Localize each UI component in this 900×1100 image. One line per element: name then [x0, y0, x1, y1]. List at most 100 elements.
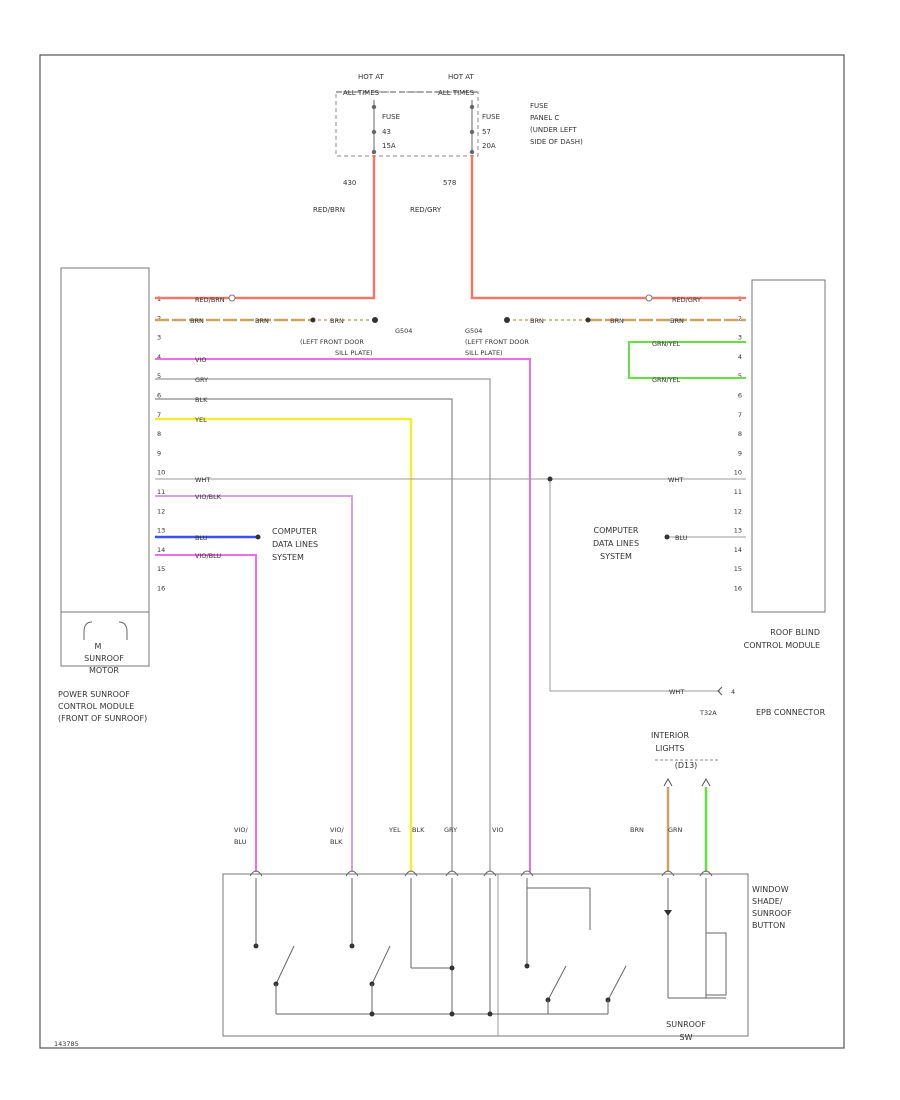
fuse-right-fuse-label: FUSE: [482, 113, 500, 121]
fuse-right-hot-label: HOT AT: [448, 73, 475, 81]
fuse-left-fuse-label: FUSE: [382, 113, 400, 121]
splice-wht: [547, 476, 553, 482]
wire-vio-blk: [155, 495, 353, 872]
wire-label-blu-right: BLU: [675, 534, 688, 542]
bottom-wire-label-bottom: BLK: [330, 838, 343, 846]
sunroof-switch-label-2: SW: [680, 1033, 693, 1042]
pin-number-left: 6: [157, 392, 161, 400]
pin-number-right: 4: [738, 353, 742, 361]
wire-label-brn-left-1: BRN: [190, 317, 204, 325]
bottom-wire-label-top: GRN: [668, 826, 683, 834]
arrow-brn-interior: [663, 777, 673, 787]
pin-number-left: 13: [157, 527, 165, 535]
wire-label-wht-right: WHT: [668, 476, 683, 484]
terminal-symbol: [249, 870, 263, 877]
pin-number-right: 8: [738, 430, 742, 438]
computer-left-label-3: SYSTEM: [272, 553, 304, 562]
computer-left-label-2: DATA LINES: [272, 540, 318, 549]
bottom-wire-label-top: BRN: [630, 826, 644, 834]
computer-left-label-1: COMPUTER: [272, 527, 317, 536]
button-terminals: [249, 870, 713, 877]
blu-right-terminal: [664, 534, 670, 540]
terminal-symbol: [404, 870, 418, 877]
connector-arrow: [717, 686, 723, 696]
wire-grn-yel-loop: [628, 341, 746, 379]
bottom-wire-label-top: VIO/: [330, 826, 344, 834]
splice-left-ground: [310, 317, 316, 323]
ground-right-code: G504: [465, 327, 482, 335]
fuse-panel-note-4: SIDE OF DASH): [530, 138, 583, 146]
roof-blind-name-2: CONTROL MODULE: [744, 641, 820, 650]
bottom-wire-label-top: GRY: [444, 826, 457, 834]
pin-number-right: 3: [738, 334, 742, 342]
wire-label-grn-yel-1: GRN/YEL: [652, 340, 681, 348]
terminal-symbol: [699, 870, 713, 877]
pin-number-right: 14: [734, 546, 742, 554]
connector-code: T32A: [699, 709, 717, 717]
wire-red-brn: [155, 155, 376, 300]
ground-point-left: [372, 317, 378, 323]
wire-label-red-brn-vertical: RED/BRN: [313, 206, 345, 214]
wire-label-wht-left: WHT: [195, 476, 210, 484]
wire-gry: [155, 378, 491, 872]
wire-wht-connector: [549, 479, 720, 692]
wire-label-brn-left-3: BRN: [330, 317, 344, 325]
button-name-2: SHADE/: [752, 897, 783, 906]
wire-label-wht-connector: WHT: [669, 688, 684, 696]
pin-number-left: 15: [157, 565, 165, 573]
pin-number-right: 10: [734, 469, 742, 477]
wire-label-vio-blu: VIO/BLU: [195, 552, 221, 560]
fuse-left-times-label: ALL TIMES: [343, 89, 380, 97]
wire-label-vio: VIO: [195, 356, 206, 364]
sunroof-motor-label-1: SUNROOF: [84, 654, 124, 663]
wire-label-red-brn-horizontal: RED/BRN: [195, 296, 225, 304]
pin-number-right: 15: [734, 565, 742, 573]
wire-label-brn-right-3: BRN: [670, 317, 684, 325]
roof-blind-module: ROOF BLIND CONTROL MODULE: [744, 279, 826, 650]
pin-number-right: 7: [738, 411, 742, 419]
motor-symbol: [83, 621, 128, 640]
fuse-right-number: 57: [482, 128, 491, 136]
wire-label-gry: GRY: [195, 376, 208, 384]
bottom-wire-label-top: YEL: [388, 826, 401, 834]
pin-number-left: 11: [157, 488, 165, 496]
ground-point-right: [504, 317, 510, 323]
pin-number-right: 16: [734, 585, 742, 593]
pin-number-right: 5: [738, 372, 742, 380]
wire-label-yel: YEL: [194, 416, 207, 424]
pin-number-left: 16: [157, 585, 165, 593]
connector-pin-label: 4: [731, 688, 735, 696]
ground-right-desc-2: SILL PLATE): [465, 349, 503, 357]
wire-red-gry: [470, 155, 746, 300]
splice-right-ground: [585, 317, 591, 323]
interior-lights-label-3: (D13): [675, 761, 698, 770]
button-name-4: BUTTON: [752, 921, 785, 930]
pin-number-left: 10: [157, 469, 165, 477]
fuse-panel-note-2: PANEL C: [530, 114, 559, 122]
pin-number-right: 12: [734, 507, 742, 515]
wire-vio-blu: [155, 554, 257, 872]
circuit-number-left: 430: [343, 179, 356, 187]
fuse-panel: HOT AT ALL TIMES FUSE 43 15A HOT AT ALL …: [335, 73, 583, 157]
wire-blk: [155, 398, 453, 872]
fuse-panel-note-3: (UNDER LEFT: [530, 126, 577, 134]
terminal-symbol: [483, 870, 497, 877]
pin-number-left: 5: [157, 372, 161, 380]
arrow-grn-interior: [701, 777, 711, 787]
bottom-wire-label-top: BLK: [412, 826, 425, 834]
pin-number-right: 9: [738, 449, 742, 457]
wire-label-vio-blk: VIO/BLK: [195, 493, 222, 501]
pin-number-left: 3: [157, 334, 161, 342]
pin-number-right: 6: [738, 392, 742, 400]
bottom-wire-label-top: VIO/: [234, 826, 248, 834]
fuse-panel-note-1: FUSE: [530, 102, 548, 110]
pin-number-right: 13: [734, 527, 742, 535]
connector-name: EPB CONNECTOR: [756, 708, 826, 717]
wire-yel: [155, 417, 413, 872]
power-sunroof-name-3: (FRONT OF SUNROOF): [58, 714, 147, 723]
diagram-frame: [39, 54, 845, 1049]
